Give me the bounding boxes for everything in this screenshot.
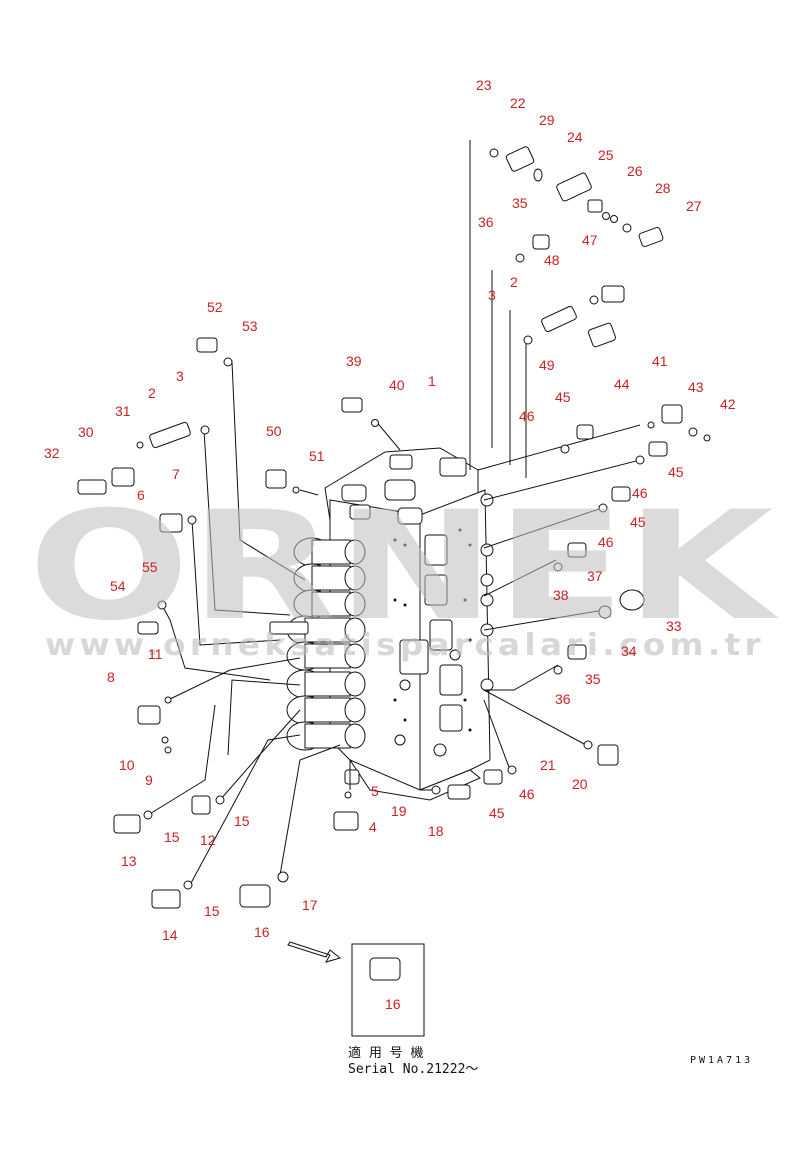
callout-52: 52 xyxy=(207,299,223,315)
callout-10: 10 xyxy=(119,757,135,773)
callout-13: 13 xyxy=(121,853,137,869)
callout-25: 25 xyxy=(598,147,614,163)
callout-7: 7 xyxy=(172,466,180,482)
callout-46: 46 xyxy=(598,534,614,550)
callout-54: 54 xyxy=(110,578,126,594)
callout-42: 42 xyxy=(720,396,736,412)
callout-44: 44 xyxy=(614,376,630,392)
callout-11: 11 xyxy=(148,646,163,662)
bolt-holes xyxy=(393,528,472,732)
callout-46: 46 xyxy=(519,408,535,424)
leader-lines xyxy=(147,140,641,886)
callout-29: 29 xyxy=(539,112,555,128)
callout-45: 45 xyxy=(668,464,684,480)
watermark: ORNEK www.orneksatisparcalari.com.tr xyxy=(28,480,779,663)
callout-12: 12 xyxy=(200,832,216,848)
callout-45: 45 xyxy=(630,514,646,530)
callout-3: 3 xyxy=(176,368,184,384)
callout-46: 46 xyxy=(519,786,535,802)
callout-36: 36 xyxy=(478,214,494,230)
callout-9: 9 xyxy=(145,772,153,788)
callout-16: 16 xyxy=(385,996,401,1012)
callout-33: 33 xyxy=(666,618,682,634)
callout-39: 39 xyxy=(346,353,362,369)
callout-17: 17 xyxy=(302,897,318,913)
callout-35: 35 xyxy=(585,671,601,687)
callout-27: 27 xyxy=(686,198,702,214)
callout-1: 1 xyxy=(428,373,436,389)
callout-16: 16 xyxy=(254,924,270,940)
callout-37: 37 xyxy=(587,568,603,584)
callout-14: 14 xyxy=(162,927,178,943)
callout-20: 20 xyxy=(572,776,588,792)
callout-2: 2 xyxy=(148,385,156,401)
callout-53: 53 xyxy=(242,318,258,334)
callout-48: 48 xyxy=(544,252,560,268)
control-valve-body xyxy=(269,447,494,801)
callout-15: 15 xyxy=(164,829,180,845)
callout-30: 30 xyxy=(78,424,94,440)
callout-32: 32 xyxy=(44,445,60,461)
callout-24: 24 xyxy=(567,129,583,145)
callout-labels: 1223345678910111213141515151616171819202… xyxy=(44,77,736,1012)
callout-50: 50 xyxy=(266,423,282,439)
callout-28: 28 xyxy=(655,180,671,196)
callout-36: 36 xyxy=(555,691,571,707)
callout-22: 22 xyxy=(510,95,526,111)
drawing-code: PW1A713 xyxy=(690,1055,753,1066)
callout-45: 45 xyxy=(489,805,505,821)
callout-45: 45 xyxy=(555,389,571,405)
callout-2: 2 xyxy=(510,274,518,290)
callout-19: 19 xyxy=(391,803,407,819)
callout-15: 15 xyxy=(234,813,250,829)
callout-51: 51 xyxy=(309,448,325,464)
callout-3: 3 xyxy=(488,287,496,303)
callout-21: 21 xyxy=(540,757,556,773)
callout-41: 41 xyxy=(652,353,668,369)
callout-43: 43 xyxy=(688,379,704,395)
callout-34: 34 xyxy=(621,643,637,659)
callout-46: 46 xyxy=(632,485,648,501)
callout-6: 6 xyxy=(137,487,145,503)
serial-jp-label: 適 用 号 機 xyxy=(348,1045,423,1061)
callout-8: 8 xyxy=(107,669,115,685)
callout-55: 55 xyxy=(142,559,158,575)
serial-number-label: Serial No.21222～ xyxy=(348,1062,478,1077)
callout-47: 47 xyxy=(582,232,598,248)
callout-4: 4 xyxy=(369,819,377,835)
watermark-brand: ORNEK xyxy=(28,480,779,654)
callout-15: 15 xyxy=(204,903,220,919)
callout-23: 23 xyxy=(476,77,492,93)
inset-detail xyxy=(287,941,425,1037)
callout-38: 38 xyxy=(553,587,569,603)
callout-40: 40 xyxy=(389,377,405,393)
callout-18: 18 xyxy=(428,823,444,839)
fittings xyxy=(77,146,711,909)
callout-49: 49 xyxy=(539,357,555,373)
spool-caps xyxy=(269,537,366,751)
callout-35: 35 xyxy=(512,195,528,211)
callout-5: 5 xyxy=(371,783,379,799)
watermark-url: www.orneksatisparcalari.com.tr xyxy=(45,628,765,663)
callout-26: 26 xyxy=(627,163,643,179)
callout-31: 31 xyxy=(115,403,131,419)
